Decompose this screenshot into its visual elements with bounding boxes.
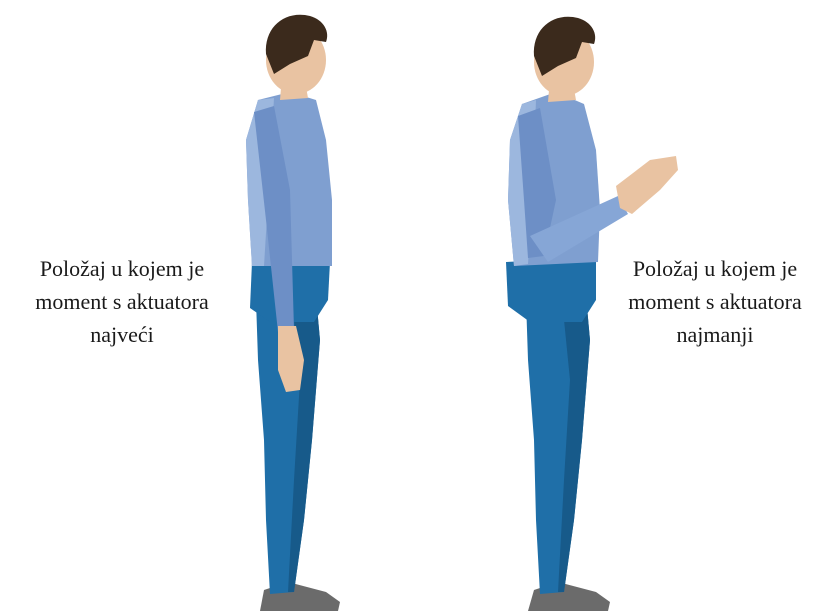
figure-arm-down: [230, 0, 360, 611]
caption-right-line3: najmanji: [598, 318, 832, 351]
hand: [616, 156, 678, 214]
hips: [506, 258, 596, 322]
caption-left-line2: moment s aktuatora: [0, 285, 244, 318]
caption-max-moment: Položaj u kojem je moment s aktuatora na…: [0, 252, 244, 351]
caption-left-line1: Položaj u kojem je: [0, 252, 244, 285]
caption-right-line2: moment s aktuatora: [598, 285, 832, 318]
caption-min-moment: Položaj u kojem je moment s aktuatora na…: [598, 252, 832, 351]
caption-left-line3: najveći: [0, 318, 244, 351]
caption-right-line1: Položaj u kojem je: [598, 252, 832, 285]
